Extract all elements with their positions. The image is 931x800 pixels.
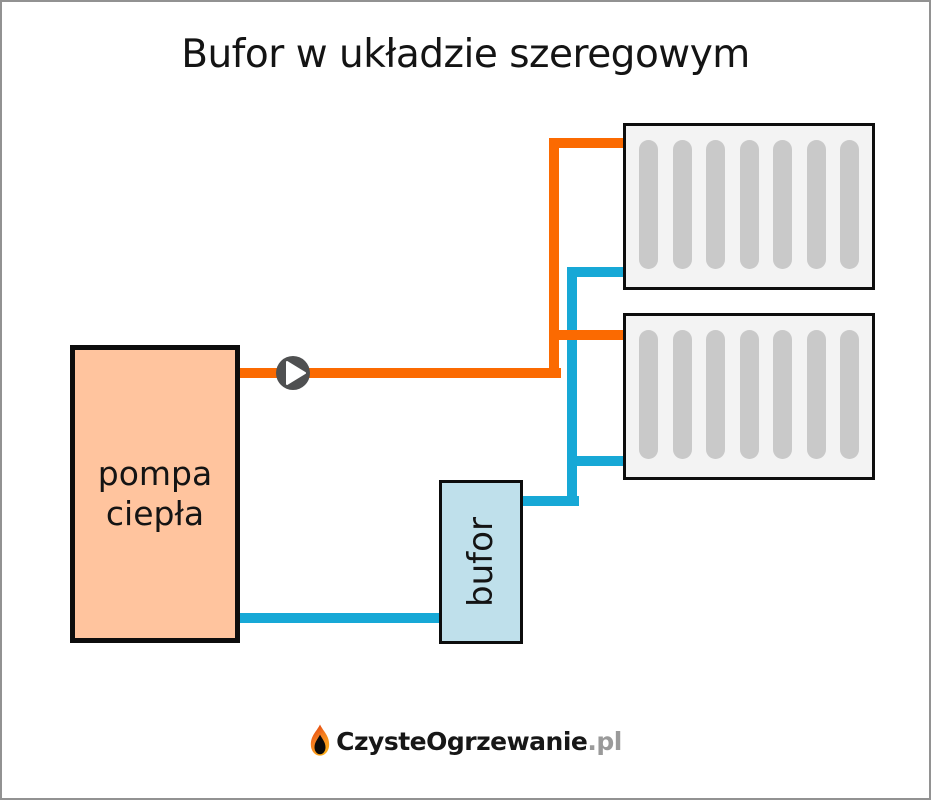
pipe-return-riser	[567, 267, 577, 506]
brand-footer: CzysteOgrzewanie.pl	[2, 718, 929, 764]
radiator-fin	[773, 330, 792, 459]
circulation-pump-icon	[276, 356, 310, 390]
radiator-1	[623, 123, 875, 290]
brand-text: CzysteOgrzewanie.pl	[336, 727, 622, 756]
radiator-fin	[706, 330, 725, 459]
brand-suffix: .pl	[587, 726, 622, 756]
radiator-fin	[840, 330, 859, 459]
pipe-return-radiator2	[567, 456, 625, 466]
page-title: Bufor w układzie szeregowym	[181, 32, 750, 77]
buffer-label: bufor	[461, 517, 502, 607]
radiator-fin	[672, 140, 692, 269]
pipe-supply-heatpump	[240, 368, 561, 378]
pipe-supply-radiator1	[549, 138, 625, 148]
pipe-supply-riser	[549, 138, 559, 378]
radiator-fin	[706, 140, 725, 269]
pipe-return-radiator1	[567, 267, 625, 277]
radiator-fin	[672, 330, 692, 459]
radiator-fin	[739, 330, 759, 459]
radiator-fin	[773, 140, 792, 269]
pipe-supply-radiator2	[549, 330, 625, 340]
radiator-fin	[840, 140, 859, 269]
radiator-fin	[806, 330, 826, 459]
pipe-return-heatpump-to-buffer	[240, 613, 444, 623]
radiator-fin	[806, 140, 826, 269]
radiator-fin	[639, 140, 658, 269]
radiator-fin	[639, 330, 658, 459]
heat-pump-label: pompa ciepła	[97, 453, 213, 533]
heat-pump-box: pompa ciepła	[70, 345, 240, 643]
radiator-fin	[739, 140, 759, 269]
radiator-2	[623, 313, 875, 480]
brand-name: CzysteOgrzewanie	[336, 726, 588, 756]
buffer-box: bufor	[439, 480, 523, 644]
pipe-return-buffer-link	[519, 496, 579, 506]
flame-icon	[310, 724, 330, 756]
